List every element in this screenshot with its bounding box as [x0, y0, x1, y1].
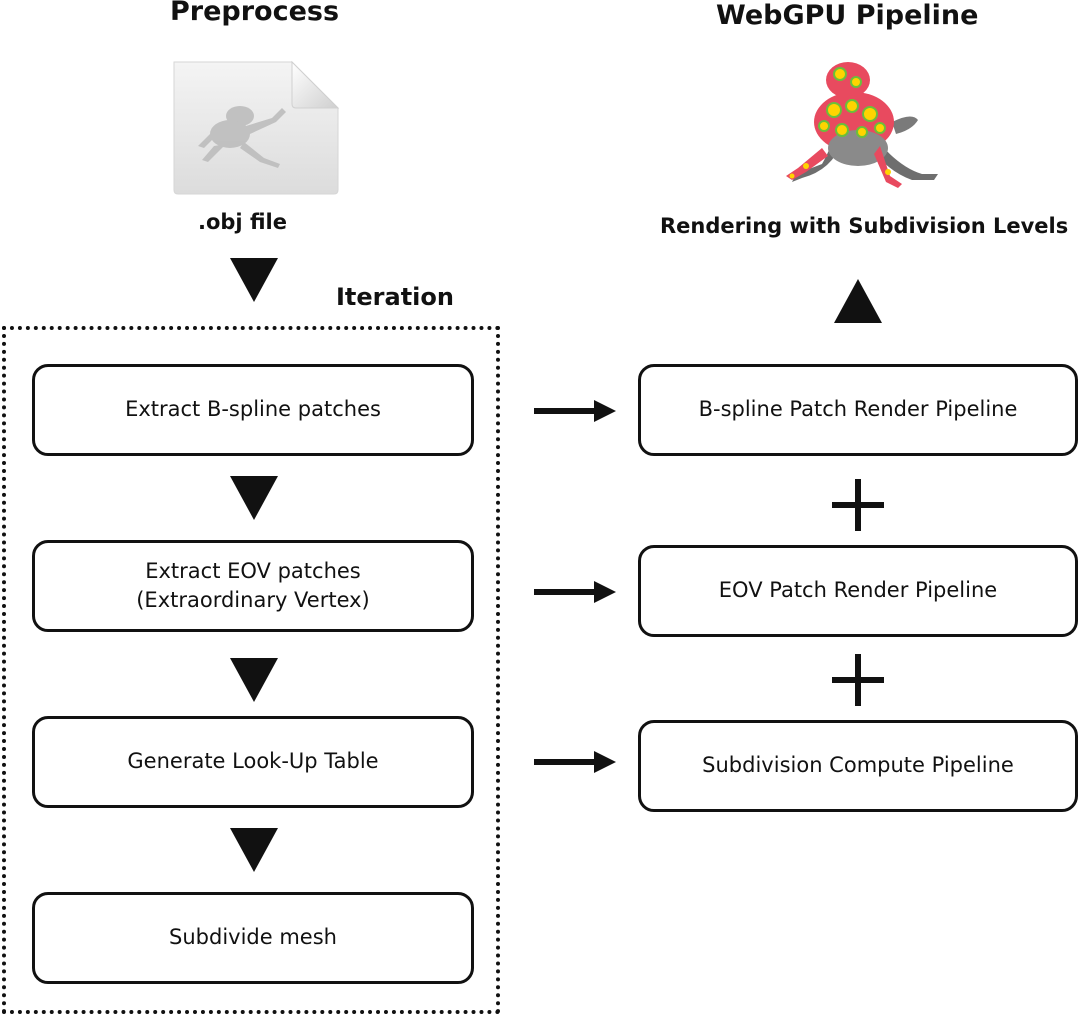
iteration-title: Iteration — [336, 283, 454, 311]
right-arrow-icon — [534, 400, 616, 422]
preprocess-title: Preprocess — [170, 0, 340, 27]
pipeline-label: Subdivision Compute Pipeline — [702, 753, 1014, 778]
right-arrow-icon — [534, 751, 616, 773]
step-arrow — [230, 476, 278, 520]
pipeline-label: B-spline Patch Render Pipeline — [698, 397, 1018, 422]
plus-icon — [832, 654, 884, 706]
rendering-label: Rendering with Subdivision Levels — [660, 214, 1069, 238]
step-label: Extract B-spline patches — [125, 397, 381, 422]
iteration-frame — [2, 326, 500, 1014]
step-arrow — [230, 828, 278, 872]
step-label: Generate Look-Up Table — [127, 749, 379, 774]
pipeline-to-render-arrow — [834, 279, 882, 323]
step-label: Subdivide mesh — [169, 925, 337, 950]
rendered-frog-image — [762, 50, 952, 200]
step-extract-eov: Extract EOV patches (Extraordinary Verte… — [32, 540, 474, 632]
step-arrow — [230, 658, 278, 702]
bspline-render-pipeline: B-spline Patch Render Pipeline — [638, 364, 1078, 456]
right-arrow-icon — [534, 581, 616, 603]
eov-render-pipeline: EOV Patch Render Pipeline — [638, 545, 1078, 637]
webgpu-title: WebGPU Pipeline — [716, 0, 979, 31]
step-generate-lut: Generate Look-Up Table — [32, 716, 474, 808]
obj-file-label: .obj file — [198, 210, 287, 234]
step-label: Extract EOV patches (Extraordinary Verte… — [136, 558, 370, 612]
plus-icon — [832, 479, 884, 531]
obj-file-icon — [168, 56, 344, 196]
step-subdivide-mesh: Subdivide mesh — [32, 892, 474, 984]
file-to-iteration-arrow — [230, 258, 278, 302]
pipeline-label: EOV Patch Render Pipeline — [718, 578, 998, 603]
subdivision-compute-pipeline: Subdivision Compute Pipeline — [638, 720, 1078, 812]
step-extract-bspline: Extract B-spline patches — [32, 364, 474, 456]
